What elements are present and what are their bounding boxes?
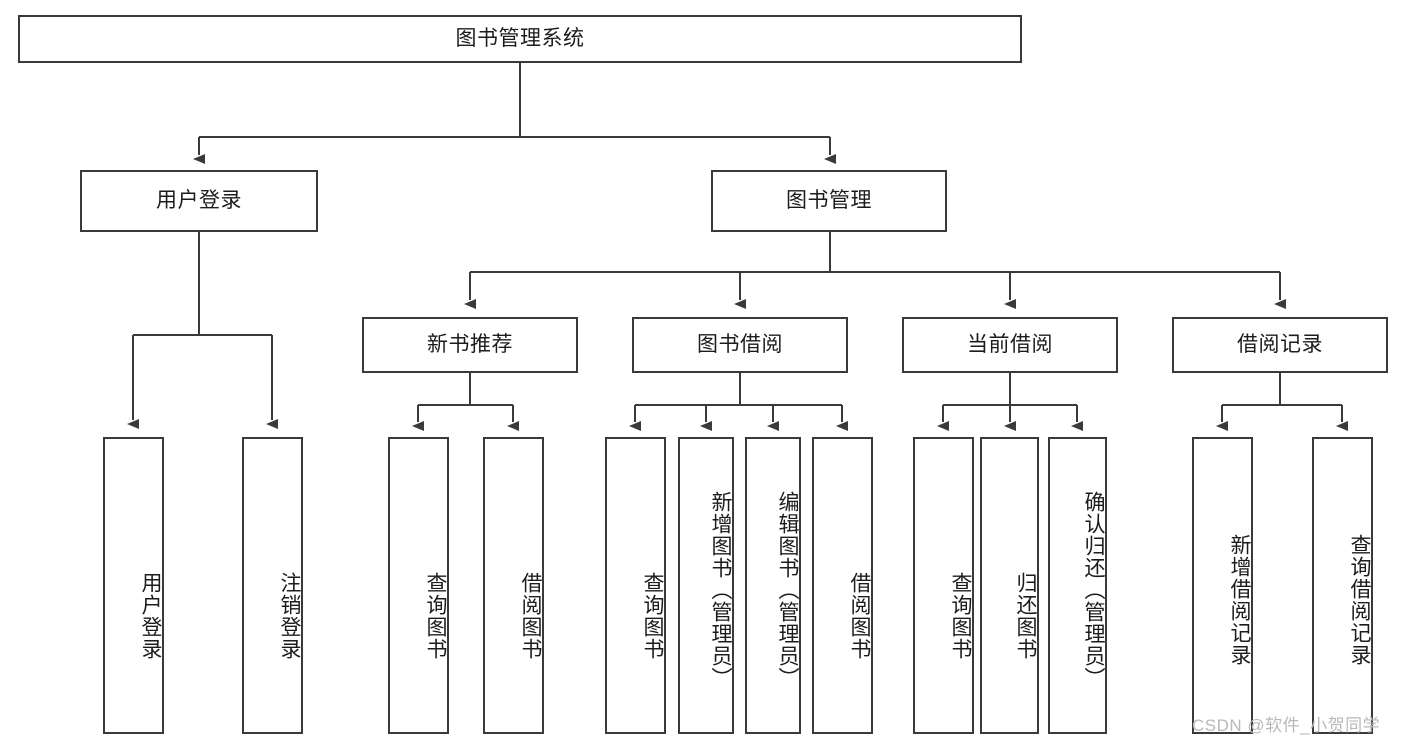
leaf-edit-book-admin[interactable]: 编辑图书（管理员） [745,437,801,734]
node-book-borrow-label: 图书借阅 [697,332,783,356]
leaf-query-borrow-record[interactable]: 查询借阅记录 [1312,437,1373,734]
leaf-borrow-book-new[interactable]: 借阅图书 [483,437,544,734]
leaf-user-logout-label: 注销登录 [278,571,301,660]
node-root[interactable]: 图书管理系统 [18,15,1022,63]
leaf-add-borrow-record[interactable]: 新增借阅记录 [1192,437,1253,734]
node-borrow-record-label: 借阅记录 [1237,332,1323,356]
leaf-query-borrow-record-label: 查询借阅记录 [1348,533,1371,666]
leaf-lend-book[interactable]: 借阅图书 [812,437,873,734]
leaf-return-book[interactable]: 归还图书 [980,437,1039,734]
leaf-add-book-admin[interactable]: 新增图书（管理员） [678,437,734,734]
leaf-query-book-current[interactable]: 查询图书 [913,437,974,734]
leaf-query-book-new[interactable]: 查询图书 [388,437,449,734]
node-borrow-record[interactable]: 借阅记录 [1172,317,1388,373]
node-new-book-recommend-label: 新书推荐 [427,332,513,356]
leaf-lend-book-label: 借阅图书 [848,571,871,660]
node-book-borrow[interactable]: 图书借阅 [632,317,848,373]
node-book-management-label: 图书管理 [786,188,872,212]
leaf-query-book-current-label: 查询图书 [949,571,972,660]
node-user-login-label: 用户登录 [156,188,242,212]
node-new-book-recommend[interactable]: 新书推荐 [362,317,578,373]
watermark: CSDN @软件_小贺同学 [1192,716,1381,735]
node-user-login[interactable]: 用户登录 [80,170,318,232]
node-current-borrow-label: 当前借阅 [967,332,1053,356]
leaf-edit-book-admin-label: 编辑图书（管理员） [776,490,799,689]
leaf-confirm-return-admin[interactable]: 确认归还（管理员） [1048,437,1107,734]
leaf-borrow-book-new-label: 借阅图书 [519,571,542,660]
leaf-user-logout[interactable]: 注销登录 [242,437,303,734]
leaf-confirm-return-admin-label: 确认归还（管理员） [1082,490,1105,689]
leaf-query-book-borrow[interactable]: 查询图书 [605,437,666,734]
leaf-add-book-admin-label: 新增图书（管理员） [709,490,732,689]
leaf-return-book-label: 归还图书 [1014,571,1037,660]
node-book-management[interactable]: 图书管理 [711,170,947,232]
leaf-query-book-borrow-label: 查询图书 [641,571,664,660]
leaf-user-login[interactable]: 用户登录 [103,437,164,734]
leaf-add-borrow-record-label: 新增借阅记录 [1228,533,1251,666]
node-current-borrow[interactable]: 当前借阅 [902,317,1118,373]
node-root-label: 图书管理系统 [455,26,585,50]
leaf-user-login-label: 用户登录 [139,571,162,660]
leaf-query-book-new-label: 查询图书 [424,571,447,660]
